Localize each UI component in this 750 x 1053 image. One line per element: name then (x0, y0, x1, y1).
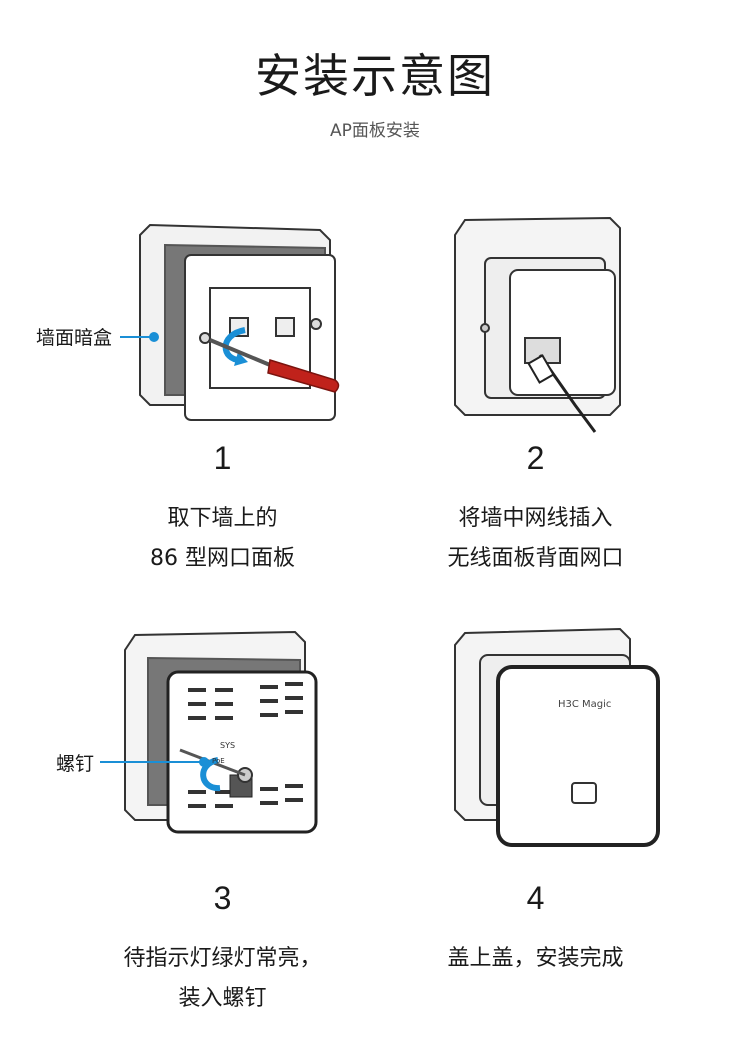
callout-screw-line (100, 757, 209, 767)
step-4: 4 盖上盖，安装完成 (348, 880, 723, 979)
step-3: 3 待指示灯绿灯常亮， 装入螺钉 (35, 880, 410, 1019)
step-text-line: 无线面板背面网口 (447, 546, 624, 571)
step-number: 1 (213, 440, 232, 476)
callout-wall-box-label: 墙面暗盒 (36, 327, 113, 349)
step-number: 4 (526, 880, 545, 916)
page-title: 安装示意图 (255, 49, 495, 103)
brand-logo: H3C Magic (558, 699, 611, 710)
page-subtitle: AP面板安装 (330, 121, 420, 141)
step-text-line: 取下墙上的 (167, 506, 278, 531)
rotate-arrow-icon (200, 757, 221, 792)
step-text-line: 86 型网口面板 (150, 546, 295, 571)
illustration-step-2 (454, 216, 621, 433)
step-text-line: 盖上盖，安装完成 (447, 946, 624, 971)
step-text-line: 待指示灯绿灯常亮， (123, 946, 322, 971)
callout-screw-label: 螺钉 (56, 753, 95, 775)
poe-port-label: PoE (212, 757, 225, 765)
step-1: 1 取下墙上的 86 型网口面板 (35, 440, 410, 579)
illustration-step-1 (139, 223, 340, 421)
step-text-line: 将墙中网线插入 (458, 506, 613, 531)
step-text-line: 装入螺钉 (178, 986, 267, 1011)
illustration-step-4: H3C Magic (454, 627, 660, 847)
illustration-step-3: SYS PoE (124, 630, 318, 834)
screwdriver-icon (267, 359, 340, 393)
step-number: 3 (213, 880, 232, 916)
step-2: 2 将墙中网线插入 无线面板背面网口 (348, 440, 723, 579)
sys-led-label: SYS (220, 741, 235, 750)
step-number: 2 (526, 440, 545, 476)
callout-wall-box-line (120, 332, 159, 342)
